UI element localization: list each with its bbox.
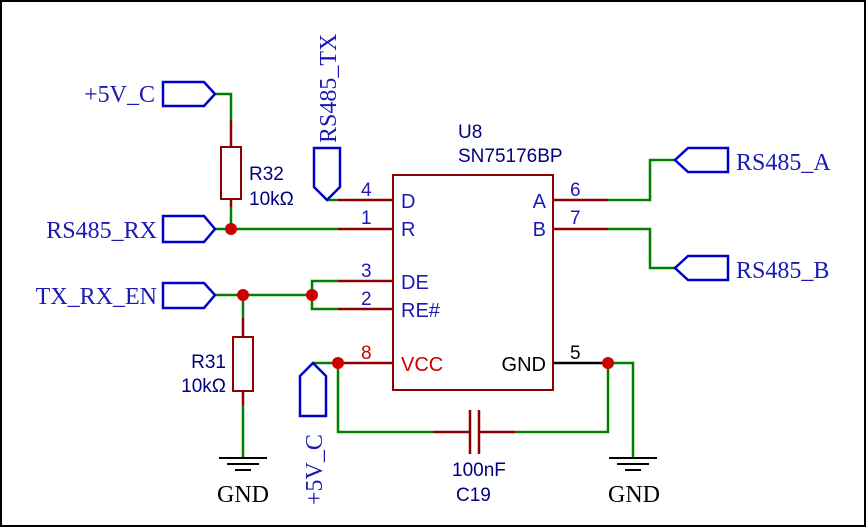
net-flag-rs485-rx[interactable] <box>161 214 217 244</box>
pin-de-num: 3 <box>361 261 372 282</box>
pin-vcc-num: 8 <box>361 343 372 364</box>
pin-b-num: 7 <box>570 208 581 229</box>
net-flag-5v-bottom[interactable] <box>298 361 328 418</box>
junction-rx <box>225 223 237 235</box>
junction-gnd <box>602 357 614 369</box>
ic-part-label: SN75176BP <box>458 146 563 167</box>
net-flag-rs485-b[interactable] <box>673 254 730 282</box>
pin-gnd-num: 5 <box>570 343 581 364</box>
wire-b <box>608 227 675 270</box>
net-flag-5v-top[interactable] <box>161 80 217 108</box>
gnd-symbol-right <box>609 457 657 471</box>
r31-body[interactable] <box>232 336 254 392</box>
wire-gnd-symbol <box>608 361 635 458</box>
wire-c19-gnd <box>515 363 610 434</box>
r32-value: 10kΩ <box>249 189 294 210</box>
net-flag-rs485-a[interactable] <box>673 146 730 174</box>
pin-re-num: 2 <box>361 289 372 310</box>
net-label-tx-rx-en: TX_RX_EN <box>36 284 157 310</box>
r31-value: 10kΩ <box>181 376 226 397</box>
r32-ref: R32 <box>249 164 284 185</box>
net-label-rs485-tx: RS485_TX <box>316 34 342 143</box>
pin-r-name: R <box>401 219 415 241</box>
pin-d-num: 4 <box>361 180 372 201</box>
wire-a <box>608 158 675 202</box>
gnd-label-right: GND <box>608 482 660 508</box>
pin-vcc-name: VCC <box>401 354 443 376</box>
pin-r-num: 1 <box>361 208 372 229</box>
pin-a-name: A <box>533 191 547 213</box>
wire-vcc-c19 <box>336 363 433 434</box>
c19-value: 100nF <box>452 460 506 481</box>
gnd-symbol-left <box>219 457 267 471</box>
pin-gnd-name: GND <box>502 354 546 376</box>
ic-body[interactable] <box>392 174 554 391</box>
junction-vcc <box>332 357 344 369</box>
junction-de-re <box>306 289 318 301</box>
pin-a-num: 6 <box>570 180 581 201</box>
net-label-5v-top: +5V_C <box>84 82 155 108</box>
pin-de-name: DE <box>401 272 429 294</box>
r31-ref: R31 <box>191 352 226 373</box>
net-label-rs485-b: RS485_B <box>736 258 829 284</box>
r32-body[interactable] <box>220 146 242 200</box>
ic-ref-label: U8 <box>458 122 482 143</box>
gnd-label-left: GND <box>217 482 269 508</box>
net-flag-rs485-tx[interactable] <box>312 146 342 202</box>
net-label-rs485-rx: RS485_RX <box>46 218 157 244</box>
pin-d-name: D <box>401 191 415 213</box>
junction-en-r31 <box>237 289 249 301</box>
pin-re-name: RE# <box>401 300 441 322</box>
pin-b-name: B <box>533 219 546 241</box>
net-flag-tx-rx-en[interactable] <box>161 281 217 310</box>
c19-ref: C19 <box>456 485 491 506</box>
net-label-rs485-a: RS485_A <box>736 150 831 176</box>
net-label-5v-bottom: +5V_C <box>302 434 328 505</box>
wire-5v-r32 <box>215 92 233 120</box>
